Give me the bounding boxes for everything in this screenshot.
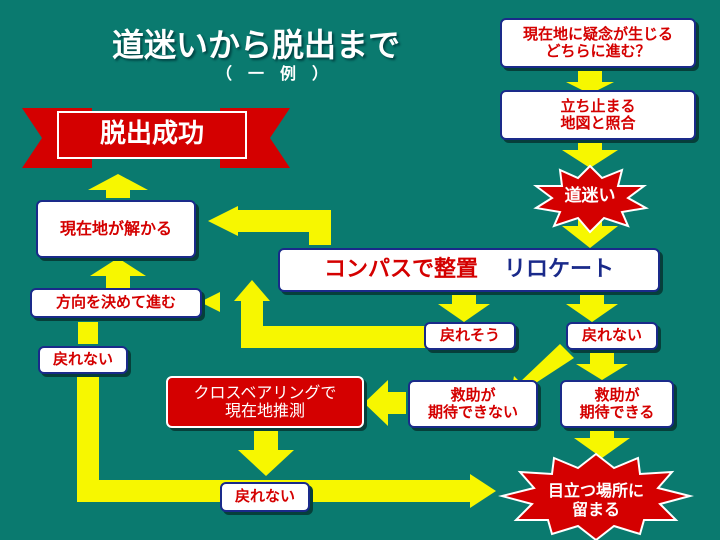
node-rescue-expected-line2: 期待できる	[579, 403, 655, 421]
node-rescue-unexpected-line1: 救助が	[450, 385, 496, 404]
arrow-compass-to-cannot	[566, 292, 618, 322]
node-stay-visible-line2: 留まる	[571, 500, 620, 519]
node-stay-visible-line1: 目立つ場所に	[547, 480, 644, 500]
arrow-can-head	[200, 292, 220, 312]
arrow-direction-to-leftcol	[78, 322, 98, 344]
node-doubt-line2: どちらに進む？	[545, 42, 651, 60]
arrow-compass-to-known-head	[208, 206, 238, 236]
connector-compass-to-known	[236, 210, 331, 245]
arrow-stop-to-lost	[562, 138, 618, 168]
node-compass-part2: リロケート	[504, 257, 615, 283]
page-subtitle: （ 一 例 ）	[216, 64, 329, 83]
node-cross-bearing-line2: 現在地推測	[224, 401, 305, 420]
arrow-expected-to-stay	[574, 426, 630, 458]
node-can-return: 戻れそう	[424, 322, 516, 350]
stay-burst	[498, 452, 694, 540]
node-cannot-return-bottom: 戻れない	[220, 482, 310, 512]
node-doubt: 現在地に疑念が生じる どちらに進む？	[500, 18, 696, 68]
node-stop-line2: 地図と照合	[560, 114, 636, 132]
node-rescue-expected-line1: 救助が	[594, 385, 640, 404]
node-cross-bearing: クロスベアリングで 現在地推測	[166, 376, 364, 428]
arrow-doubt-to-stop	[566, 68, 614, 94]
success-banner	[22, 108, 290, 168]
arrow-compass-to-can	[438, 292, 490, 322]
arrow-can-to-direction	[234, 280, 270, 301]
node-rescue-unexpected: 救助が 期待できない	[408, 380, 538, 428]
node-stop: 立ち止まる 地図と照合	[500, 90, 696, 140]
node-stop-line1: 立ち止まる	[560, 96, 636, 115]
node-compass-part1: コンパスで整置	[323, 257, 478, 283]
node-rescue-expected: 救助が 期待できる	[560, 380, 674, 428]
node-cannot-return-left: 戻れない	[38, 346, 128, 374]
arrow-unexpected-to-cross	[364, 380, 406, 426]
node-success: 脱出成功	[99, 119, 204, 150]
node-lost: 道迷い	[564, 185, 616, 206]
node-doubt-line1: 現在地に疑念が生じる	[522, 24, 673, 43]
lost-burst	[533, 164, 649, 234]
node-direction: 方向を決めて進む	[30, 288, 202, 318]
node-rescue-unexpected-line2: 期待できない	[427, 403, 518, 421]
page-title: 道迷いから脱出まで	[112, 26, 401, 64]
connector-return-left	[241, 301, 442, 348]
arrow-known-to-success	[88, 174, 148, 198]
arrow-bottom-to-stay	[470, 474, 496, 508]
arrow-direction-to-known	[90, 258, 146, 288]
arrow-cross-to-bottom	[238, 428, 294, 476]
node-location-known: 現在地が解かる	[36, 200, 196, 258]
node-cross-bearing-line1: クロスベアリングで	[193, 382, 337, 402]
arrow-cannot-to-expected	[576, 352, 628, 380]
node-cannot-return-right: 戻れない	[566, 322, 658, 350]
connector-left-column	[77, 373, 476, 502]
node-compass: コンパスで整置 リロケート	[278, 248, 660, 292]
node-stay-visible: 目立つ場所に 留まる	[536, 476, 656, 524]
